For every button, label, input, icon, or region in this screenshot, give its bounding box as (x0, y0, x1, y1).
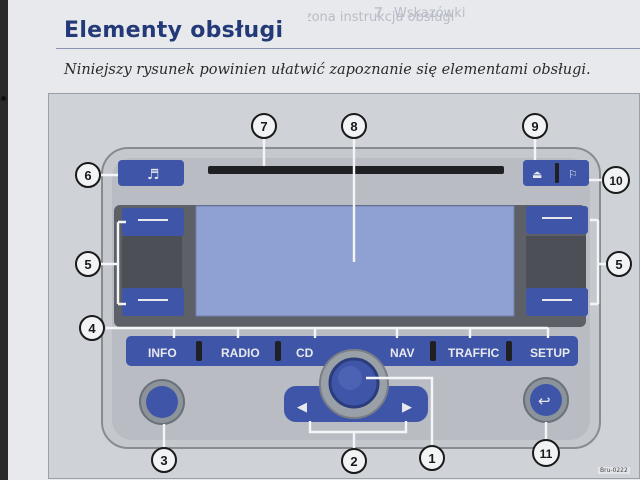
svg-text:2: 2 (350, 454, 357, 469)
svg-text:1: 1 (428, 451, 435, 466)
callout-11: 11 (532, 439, 560, 467)
figure-code: Bru-0222 (598, 467, 630, 474)
callout-2: 2 (341, 448, 367, 474)
traffic-button[interactable]: TRAFFIC (448, 346, 500, 360)
back-arrow-icon: ↩ (538, 392, 551, 410)
softkey-right-bottom[interactable] (526, 288, 588, 316)
seek-right-icon[interactable]: ▶ (402, 400, 412, 415)
nav-button[interactable]: NAV (390, 346, 414, 360)
seek-left-icon[interactable]: ◀ (297, 400, 307, 415)
flag-icon: ⚐ (568, 168, 578, 181)
callout-lines (101, 138, 608, 449)
music-button[interactable] (118, 160, 184, 186)
page-subtitle: Niniejszy rysunek powinien ułatwić zapoz… (64, 62, 591, 78)
cd-slot (208, 166, 504, 174)
svg-text:4: 4 (88, 321, 96, 336)
bar-divider (275, 341, 281, 361)
callout-markers: 6 7 8 9 10 5 5 4 3 2 1 11 (75, 113, 632, 474)
softkey-left-bottom[interactable] (122, 288, 184, 316)
callout-1: 1 (419, 445, 445, 471)
right-softkey-gap (526, 236, 586, 288)
svg-text:3: 3 (160, 453, 167, 468)
bleed-number: 7 (374, 6, 384, 21)
callout-7: 7 (251, 113, 277, 139)
bar-divider (430, 341, 436, 361)
softkey-right-top[interactable] (526, 206, 588, 234)
left-softkey-gap (122, 236, 182, 288)
callout-5-left: 5 (75, 251, 101, 277)
callout-9: 9 (522, 113, 548, 139)
back-button[interactable] (530, 384, 562, 416)
cd-button[interactable]: CD (296, 346, 314, 360)
bar-divider (196, 341, 202, 361)
svg-text:5: 5 (615, 257, 622, 272)
svg-text:6: 6 (84, 168, 91, 183)
title-underline (56, 48, 640, 49)
callout-8: 8 (341, 113, 367, 139)
flag-button[interactable] (561, 160, 589, 186)
callout-4: 4 (79, 315, 105, 341)
callout-5-right: 5 (606, 251, 632, 277)
svg-text:5: 5 (84, 257, 91, 272)
page-title: Elementy obsługi (64, 18, 284, 43)
bleed-text-2: Dołączona instrukcja obsługi (308, 10, 455, 25)
knob-highlight (338, 366, 362, 390)
svg-text:8: 8 (350, 119, 357, 134)
music-note-icon: ♬ (147, 167, 160, 183)
eject-icon: ⏏ (532, 168, 542, 181)
eject-divider (555, 163, 559, 183)
radio-button[interactable]: RADIO (221, 346, 260, 360)
callout-3: 3 (151, 447, 177, 473)
bleed-through-text: 7 Wskazówki Dołączona instrukcja obsługi (308, 0, 640, 48)
binder-hole (1, 96, 6, 101)
eject-button[interactable] (523, 160, 553, 186)
bleed-text: Wskazówki (394, 6, 466, 21)
volume-knob[interactable] (146, 386, 178, 418)
setup-button[interactable]: SETUP (530, 346, 570, 360)
svg-text:7: 7 (260, 119, 267, 134)
bar-divider (506, 341, 512, 361)
softkey-left-top[interactable] (122, 208, 184, 236)
callout-6: 6 (75, 162, 101, 188)
svg-text:11: 11 (540, 447, 553, 461)
callout-10: 10 (602, 166, 630, 194)
info-button[interactable]: INFO (148, 346, 177, 360)
svg-text:10: 10 (609, 174, 623, 188)
svg-text:9: 9 (531, 119, 538, 134)
